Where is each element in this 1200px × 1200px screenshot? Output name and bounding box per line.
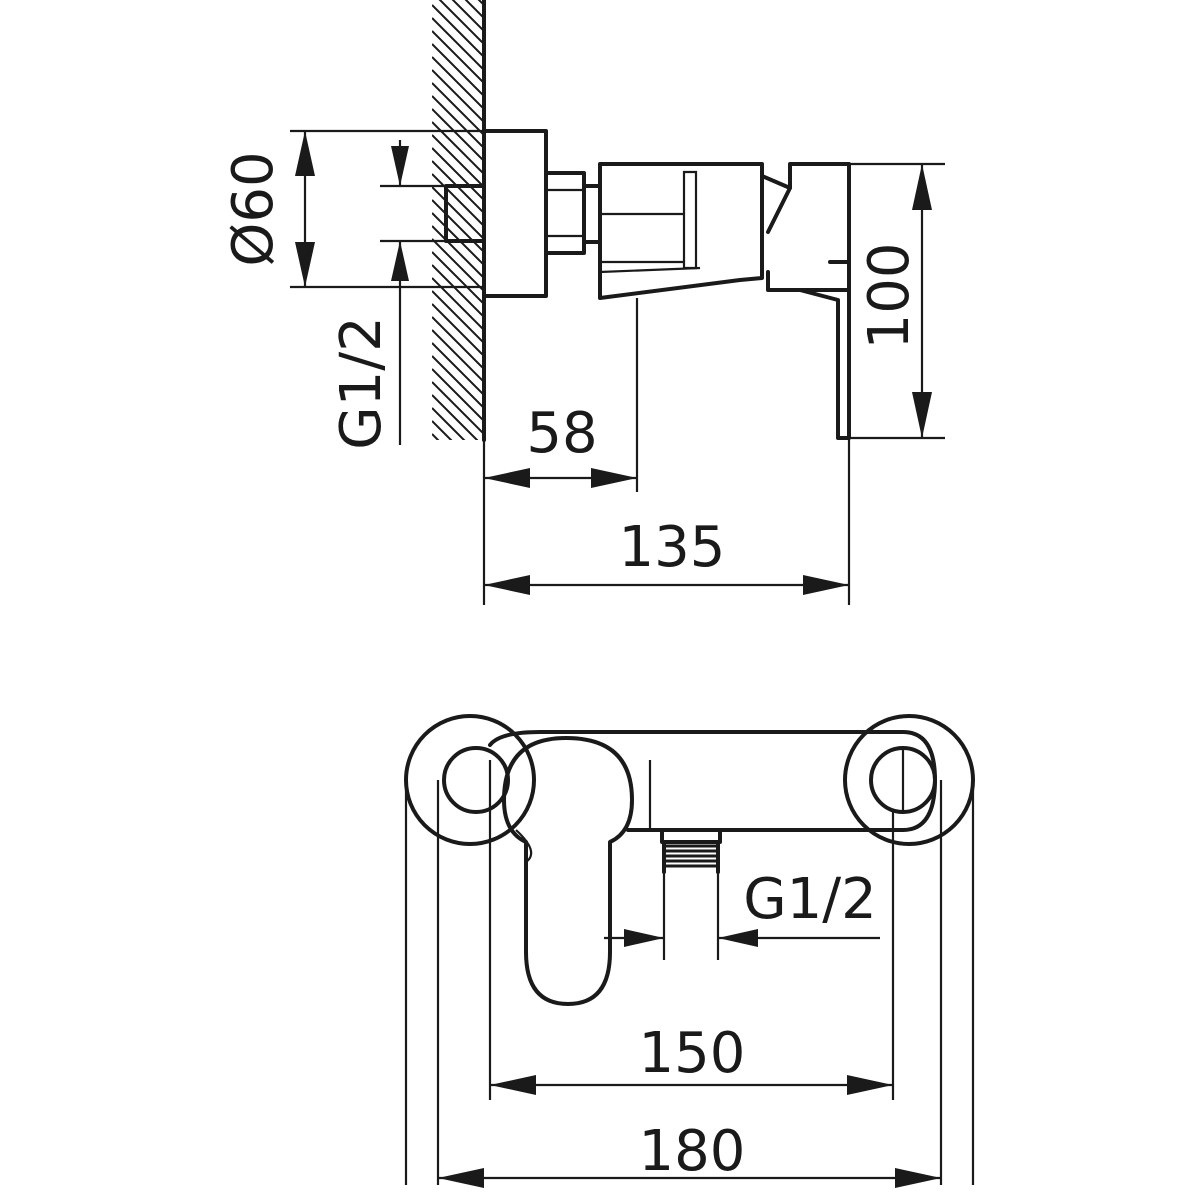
hatch-line [432,186,484,240]
dim-label-diameter: Ø60 [221,151,286,266]
body-detail [682,170,698,270]
hatch-line [432,199,484,253]
hatch-line [432,82,484,136]
wall-hatching [432,0,484,499]
front-view: G1/2 150 180 [404,714,975,1188]
hatch-line [432,134,484,188]
hatch-line [432,433,440,440]
dim-label-height: 100 [857,243,922,350]
body-detail [599,266,701,274]
connector-piece [582,184,602,244]
arrow [803,575,849,595]
hatch-line [432,17,484,71]
right-rosette-outer [843,714,975,846]
hatch-line [438,0,484,45]
hatch-line [432,368,484,422]
hatch-line [432,121,484,175]
hatch-line [432,43,484,97]
arrow [484,468,530,488]
hatch-line [432,329,484,383]
dim-label-centers: 150 [639,1021,746,1086]
hatch-line [451,0,484,32]
arrow [484,575,530,595]
arrow [847,1075,893,1095]
outlet-thread [664,844,718,868]
left-rosette-inner [442,746,510,814]
arrow [912,164,932,210]
hatch-line [432,251,484,305]
hatch-line [432,407,466,440]
dim-label-depth: 135 [619,515,726,580]
arrow [391,146,409,186]
hatch-line [432,342,484,396]
hatch-line [432,30,484,84]
hatch-line [432,316,484,370]
arrow [295,242,315,287]
arrow [591,468,637,488]
dim-label-outlet-thread: G1/2 [743,867,877,932]
connection-nut [544,171,586,255]
hatch-line [432,303,484,357]
hatch-line [432,394,479,440]
lever-front-detail [515,829,533,863]
hatch-line [464,0,484,19]
hatch-line [432,290,484,344]
hatch-line [432,420,453,440]
mixer-body-front [488,730,937,832]
hatch-line [432,277,484,331]
arrow [490,1075,536,1095]
hatch-line [432,147,484,201]
outlet-connector [660,828,722,844]
arrow [391,241,409,281]
hatch-line [432,225,484,279]
hatch-line [432,238,484,292]
hatch-line [432,56,484,110]
mixer-lever [760,162,851,292]
hatch-line [432,447,484,499]
dim-label-width: 180 [639,1119,746,1184]
wall-rosette [482,129,548,298]
dim-label-thread-side: G1/2 [329,316,394,450]
hatch-line [432,264,484,318]
arrow [912,392,932,438]
lever-handle [766,186,792,234]
dim-label-lever-offset: 58 [526,401,597,466]
hatch-line [432,95,484,149]
hatch-line [432,173,484,227]
mixer-body [598,162,764,300]
hatch-line [432,69,484,123]
arrow [895,1168,941,1188]
hatch-line [432,355,484,409]
arrow [624,929,664,947]
arrow [295,131,315,176]
hatch-line [432,108,484,162]
lever-grip [798,260,851,440]
side-view: Ø60 G1/2 58 135 100 [221,0,945,605]
arrow [438,1168,484,1188]
lever-front [502,736,634,1006]
hatch-line [432,4,484,58]
arrow [718,929,758,947]
hatch-line [432,381,484,435]
